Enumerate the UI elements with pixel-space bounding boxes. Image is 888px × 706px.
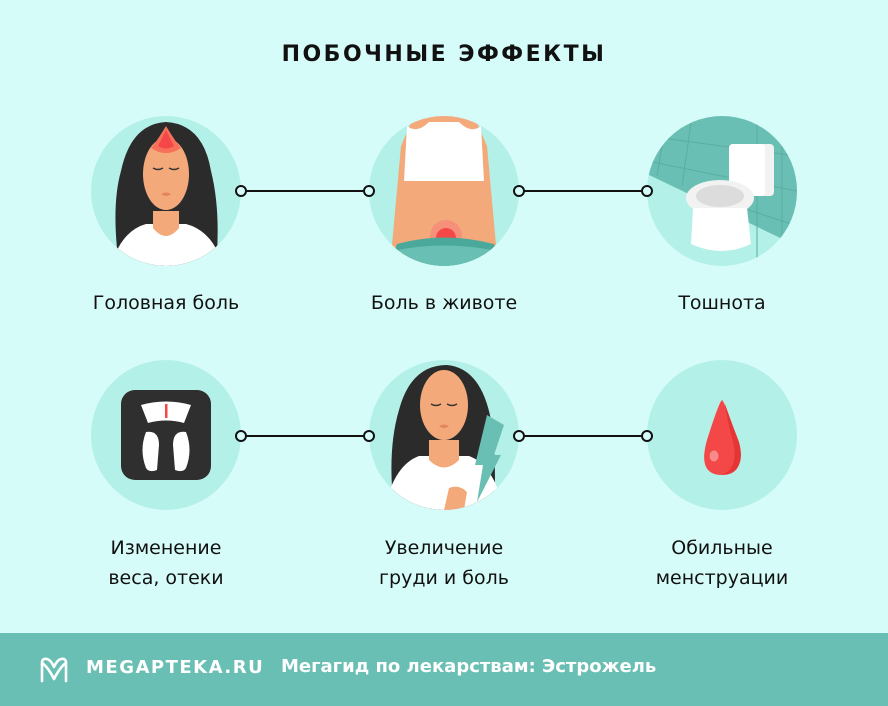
effect-label-line: Обильные [671, 537, 773, 559]
page-title: ПОБОЧНЫЕ ЭФФЕКТЫ [281, 42, 607, 67]
weight-circle [91, 360, 241, 510]
menstruation-circle [647, 360, 797, 510]
connector-dot [641, 430, 653, 442]
megapteka-logo-icon [40, 657, 68, 683]
chest-pain-woman-icon [384, 365, 504, 510]
toilet-icon [647, 116, 797, 266]
connector-line [245, 435, 363, 437]
headache-circle [91, 116, 241, 266]
brand-name: MEGAPTEKA.RU [86, 657, 265, 678]
footer-bar: MEGAPTEKA.RU Мегагид по лекарствам: Эстр… [0, 633, 888, 706]
connector-line [245, 190, 363, 192]
effect-label-line: менструации [655, 567, 789, 589]
footer-tagline: Мегагид по лекарствам: Эстрожель [281, 656, 657, 677]
stomach-pain-icon [389, 116, 499, 266]
effect-label-menstruation: Обильные менструации [612, 533, 832, 593]
scale-icon [121, 390, 211, 480]
connector-line [523, 190, 641, 192]
effect-label-line: груди и боль [379, 567, 509, 589]
effect-label-weight: Изменение веса, отеки [56, 533, 276, 593]
effect-label-headache: Головная боль [92, 292, 240, 314]
headache-woman-icon [111, 122, 223, 266]
connector-dot [363, 185, 375, 197]
blood-drop-icon [704, 400, 741, 475]
effect-label-line: Изменение [110, 537, 222, 559]
effect-label-nausea: Тошнота [678, 292, 766, 314]
effect-label-stomach: Боль в животе [370, 292, 518, 314]
connector-dot [363, 430, 375, 442]
nausea-circle [647, 116, 797, 266]
breast-pain-circle [369, 360, 519, 510]
connector-dot [641, 185, 653, 197]
effect-label-line: веса, отеки [108, 567, 224, 589]
connector-line [523, 435, 641, 437]
stomach-pain-circle [369, 116, 519, 266]
effect-label-line: Увеличение [384, 537, 504, 559]
effect-label-breast: Увеличение груди и боль [334, 533, 554, 593]
